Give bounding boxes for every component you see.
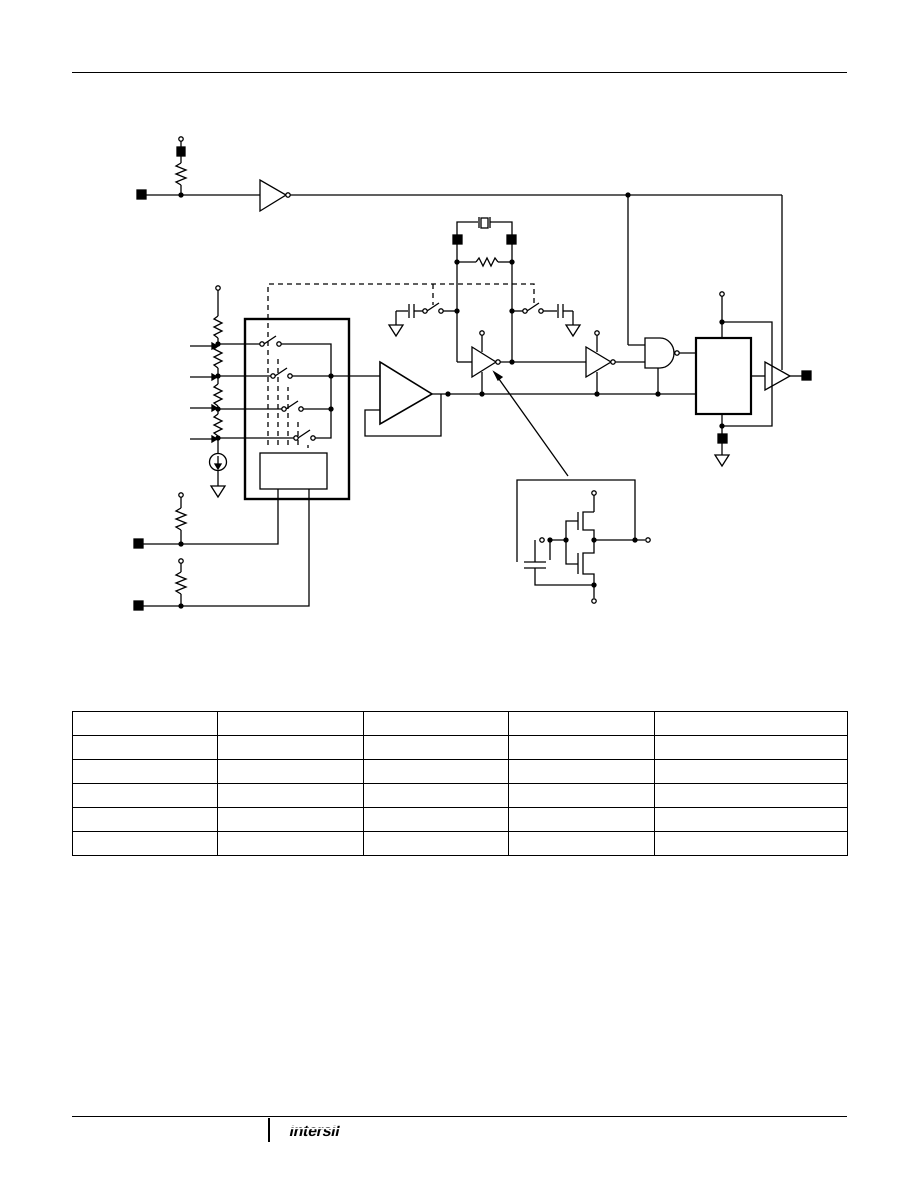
oscillator-inverter — [471, 345, 498, 379]
ladder-supply-terminal — [215, 285, 221, 291]
footer-rule — [72, 1116, 847, 1117]
table-cell — [217, 831, 364, 856]
table-row — [72, 807, 848, 832]
table-header-cell — [363, 711, 509, 736]
table-cell — [217, 735, 364, 760]
table-cell — [72, 759, 218, 784]
table-cell — [217, 759, 364, 784]
ground-pin — [717, 433, 728, 444]
select-pin-b — [133, 600, 144, 611]
output-driver — [764, 360, 792, 392]
resistor-ladder — [190, 285, 228, 499]
table-cell — [363, 831, 509, 856]
table-cell — [363, 735, 509, 760]
table-cell — [654, 735, 848, 760]
input-buffer — [259, 178, 288, 213]
table-cell — [363, 807, 509, 832]
table-cell — [654, 759, 848, 784]
table-cell — [72, 783, 218, 808]
table-cell — [654, 807, 848, 832]
crystal — [480, 217, 489, 229]
output-pin-pad — [801, 370, 812, 381]
table-header-cell — [508, 711, 655, 736]
pin-pad — [176, 146, 186, 157]
feedback-resistor — [475, 256, 499, 268]
nand-gate — [644, 337, 696, 394]
table-cell — [72, 807, 218, 832]
crystal-network — [387, 217, 582, 362]
current-source — [208, 452, 228, 472]
svg-text:intersil: intersil — [288, 1122, 342, 1140]
input-pin-pad — [136, 189, 147, 200]
switch-control-lines — [267, 283, 535, 448]
specification-table — [72, 711, 848, 856]
table-cell — [217, 783, 364, 808]
table-cell — [363, 759, 509, 784]
table-header-cell — [72, 711, 218, 736]
table-cell — [654, 783, 848, 808]
table-row — [72, 831, 848, 856]
select-inputs — [133, 489, 310, 611]
table-cell — [508, 831, 655, 856]
crystal-pin-1 — [452, 234, 463, 245]
table-cell — [508, 783, 655, 808]
table-cell — [508, 759, 655, 784]
supply-terminal — [178, 136, 184, 142]
output-logic — [694, 291, 812, 468]
detail-callout — [492, 370, 569, 477]
decoder-block — [259, 452, 328, 490]
oscillator-stage — [457, 330, 645, 394]
top-input-path — [136, 136, 783, 370]
clock-buffer — [585, 345, 613, 379]
footer-divider — [268, 1118, 270, 1142]
block-diagram — [133, 136, 812, 611]
table-row — [72, 783, 848, 808]
logic-block — [694, 336, 753, 416]
switch-matrix — [218, 317, 380, 501]
table-cell — [654, 831, 848, 856]
table-cell — [72, 735, 218, 760]
table-row — [72, 759, 848, 784]
intersil-logo: intersil — [288, 1122, 355, 1140]
table-cell — [72, 831, 218, 856]
table-row — [72, 735, 848, 760]
table-cell — [363, 783, 509, 808]
table-cell — [508, 807, 655, 832]
header-rule — [72, 72, 847, 73]
table-cell — [508, 735, 655, 760]
table-cell — [217, 807, 364, 832]
crystal-pin-2 — [506, 234, 517, 245]
select-pin-a — [133, 538, 144, 549]
table-header-row — [72, 711, 848, 736]
table-header-cell — [217, 711, 364, 736]
pull-up-resistor — [174, 162, 188, 186]
buffer-amplifier — [364, 360, 696, 437]
table-header-cell — [654, 711, 848, 736]
cmos-inverter-detail — [516, 479, 651, 604]
